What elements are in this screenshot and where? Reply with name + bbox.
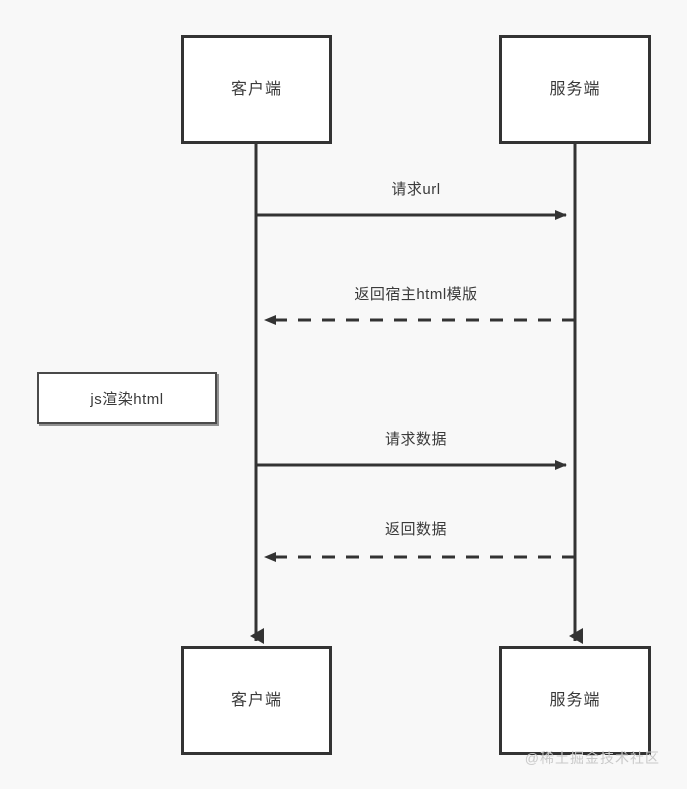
note-label-js-render: js渲染html — [90, 390, 164, 408]
actor-box-client-top: 客户端 — [181, 35, 332, 144]
actor-box-server-bottom: 服务端 — [499, 646, 651, 755]
note-box-js-render: js渲染html — [37, 372, 217, 424]
message-label-request-url: 请求url — [391, 181, 441, 198]
message-label-return-data: 返回数据 — [384, 521, 448, 538]
message-label-request-data: 请求数据 — [384, 431, 448, 448]
message-label-return-host-html-template: 返回宿主html模版 — [354, 286, 478, 303]
actor-label-client-bottom: 客户端 — [230, 691, 282, 709]
actor-box-server-top: 服务端 — [499, 35, 651, 144]
actor-label-client-top: 客户端 — [230, 80, 282, 98]
actor-label-server-bottom: 服务端 — [549, 691, 601, 709]
actor-label-server-top: 服务端 — [549, 80, 601, 98]
actor-box-client-bottom: 客户端 — [181, 646, 332, 755]
watermark-text: @稀土掘金技术社区 — [524, 750, 660, 766]
